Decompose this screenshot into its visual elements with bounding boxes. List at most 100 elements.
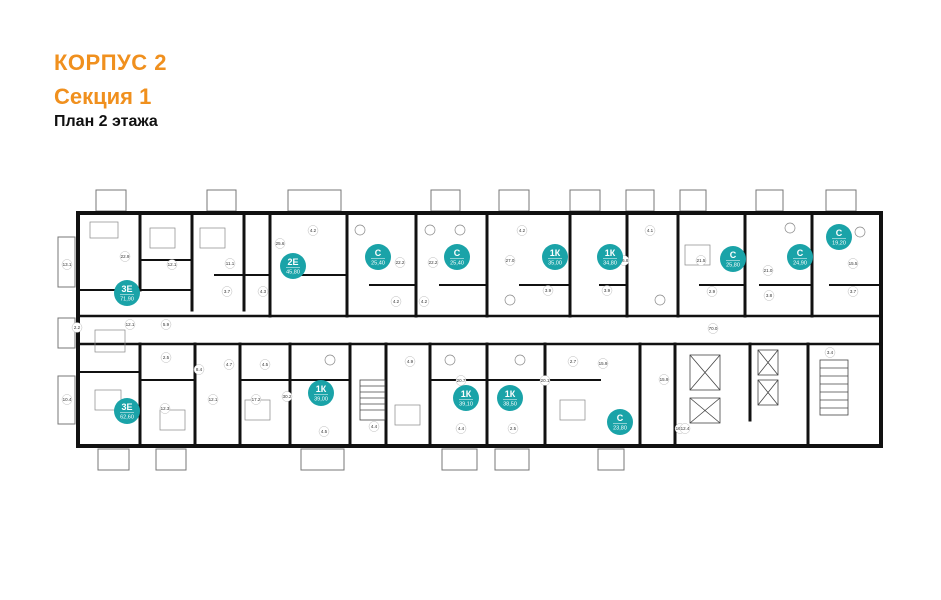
apartment-badge[interactable]: С 25,40 — [365, 244, 391, 270]
apartment-badge[interactable]: 1К 35,00 — [542, 244, 568, 270]
apartment-type: 1К — [550, 248, 561, 258]
room-area-label: 15.9 — [660, 377, 669, 382]
room-area-marker — [159, 403, 171, 414]
apartment-type: С — [375, 248, 382, 258]
apartment-area: 25,40 — [450, 261, 464, 267]
room-area-marker — [695, 255, 707, 266]
room-area-marker — [119, 251, 131, 262]
room-area-marker — [207, 394, 219, 405]
room-area-marker — [824, 347, 836, 358]
balconies — [57, 189, 857, 471]
apartment-type: С — [836, 228, 843, 238]
stairs-icon — [359, 359, 849, 421]
apartment-badge[interactable]: С24,90 — [787, 244, 813, 270]
room-area-label: 20.7 — [457, 378, 466, 383]
room-area-marker — [567, 356, 579, 367]
room-area-label: 12.3 — [161, 406, 170, 411]
room-area-marker — [539, 375, 551, 386]
apartment-type: 3Е — [121, 284, 132, 294]
room-area-marker — [124, 319, 136, 330]
room-area-label: 11.1 — [226, 261, 235, 266]
room-area-label: 70.0 — [709, 326, 718, 331]
room-area-marker — [259, 359, 271, 370]
room-area-label: 12.1 — [209, 397, 218, 402]
room-area-label: 4.9 — [407, 359, 414, 364]
room-area-marker — [281, 391, 293, 402]
room-area-marker — [763, 290, 775, 301]
room-area-marker — [390, 296, 402, 307]
apartment-badge[interactable]: С25,40 — [444, 244, 470, 270]
building-title: КОРПУС 2 — [54, 50, 167, 75]
apartment-area: 35,00 — [548, 261, 562, 267]
room-area-label: 30.2 — [283, 394, 292, 399]
apartment-badge[interactable]: 2Е 45,80 — [280, 253, 306, 279]
room-area-label: 27.0 — [506, 258, 515, 263]
room-area-marker — [847, 286, 859, 297]
apartment-badge[interactable]: С 25,80 — [720, 246, 746, 272]
room-area-marker — [762, 265, 774, 276]
apartment-type: С — [730, 250, 737, 260]
room-area-marker — [847, 258, 859, 269]
room-area-label: 12.4 — [681, 426, 690, 431]
room-area-marker — [455, 375, 467, 386]
room-area-marker — [257, 286, 269, 297]
apartment-badge[interactable]: С 19,20 — [826, 224, 852, 250]
apartment-type: С — [617, 413, 624, 423]
room-area-marker — [61, 394, 73, 405]
room-area-marker — [507, 423, 519, 434]
room-area-label: 20.1 — [541, 378, 550, 383]
room-area-label: 15.9 — [599, 361, 608, 366]
apartment-area: 25,80 — [726, 263, 740, 269]
apartment-badge[interactable]: С23,80 — [607, 409, 633, 435]
room-area-label: 8.4 — [196, 367, 203, 372]
room-area-marker — [455, 423, 467, 434]
apartment-type: 3Е — [121, 402, 132, 412]
room-area-label: 4.2 — [519, 228, 526, 233]
room-area-label: 4.3 — [260, 289, 267, 294]
room-area-marker — [516, 225, 528, 236]
apartment-area: 19,20 — [832, 241, 846, 247]
room-area-marker — [707, 323, 719, 334]
room-area-marker — [542, 285, 554, 296]
apartment-area: 45,80 — [286, 270, 300, 276]
room-area-marker — [504, 255, 516, 266]
room-area-label: 4.5 — [321, 429, 328, 434]
room-area-marker — [404, 356, 416, 367]
room-area-label: 2.2 — [74, 325, 81, 330]
room-area-marker — [274, 238, 286, 249]
room-area-label: 15.5 — [849, 261, 858, 266]
room-area-label: 4.2 — [421, 299, 428, 304]
apartment-type: 1К — [505, 389, 516, 399]
apartment-area: 25,40 — [371, 261, 385, 267]
room-area-marker — [679, 423, 691, 434]
apartment-type: 1К — [605, 248, 616, 258]
room-area-marker — [71, 322, 83, 333]
room-area-label: 4.5 — [262, 362, 269, 367]
room-area-label: 25.6 — [276, 241, 285, 246]
room-area-label: 5.9 — [163, 322, 170, 327]
room-area-marker — [601, 285, 613, 296]
elevator-icon — [689, 349, 779, 424]
room-area-label: 12.1 — [126, 322, 135, 327]
room-area-marker — [160, 319, 172, 330]
room-area-label: 4.7 — [226, 362, 233, 367]
room-area-label: 4.4 — [371, 424, 378, 429]
room-area-marker — [418, 296, 430, 307]
section-title: Секция 1 — [54, 84, 152, 109]
room-area-label: 3.4 — [827, 350, 834, 355]
room-area-label: 12.1 — [168, 262, 177, 267]
room-area-label: 22.2 — [396, 260, 405, 265]
room-area-label: 21.5 — [697, 258, 706, 263]
room-area-label: 3.7 — [224, 289, 231, 294]
apartment-type: 2Е — [287, 257, 298, 267]
room-area-label: 4.2 — [310, 228, 317, 233]
room-area-marker — [307, 225, 319, 236]
